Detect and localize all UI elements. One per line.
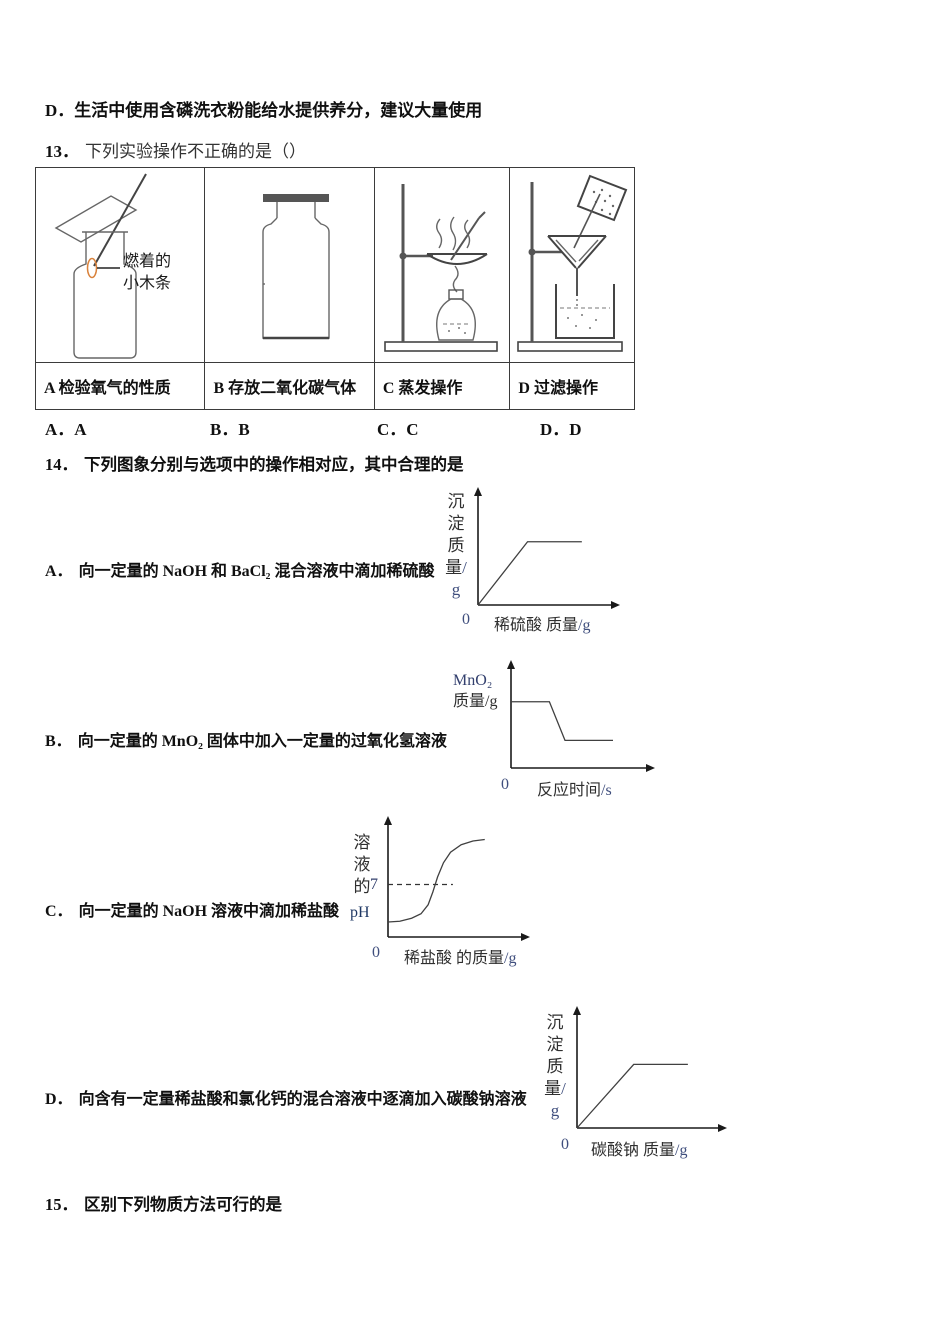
q14-option-a-desc: 向一定量的 NaOH 和 BaCl₂ 混合溶液中滴加稀硫酸 [78,563,435,580]
question-14-text: 下列图象分别与选项中的操作相对应，其中合理的是 [84,455,464,474]
table-caption-row: A 检验氧气的性质 B 存放二氧化碳气体 C 蒸发操作 D 过滤操作 [36,362,635,409]
q14-option-a-label: A． [45,563,73,580]
answer-choice-a: A．A [45,420,87,439]
chart-option-b: MnO₂ 质量/g 0 反应时间/s [445,660,665,802]
chart-b-ylabel: MnO₂ 质量/g [453,672,498,710]
chart-a-ylabel: 沉淀质量/g [445,492,467,599]
option-d-question12: D．生活中使用含磷洗衣粉能给水提供养分，建议大量使用 [45,101,483,120]
answer-choice-c: C．C [377,420,419,439]
chart-option-c: 溶液的 7 pH 0 稀盐酸 的质量/g [338,816,638,970]
question-15-stem: 15． 区别下列物质方法可行的是 [45,1191,282,1215]
chart-c-xlabel: 稀盐酸 的质量/g [404,950,517,967]
q14-option-d-text: D． 向含有一定量稀盐酸和氯化钙的混合溶液中逐滴加入碳酸钠溶液 [45,1085,527,1109]
q14-option-b-desc: 向一定量的 MnO₂ 固体中加入一定量的过氧化氢溶液 [77,733,447,750]
stoppered-bottle-diagram [262,194,331,340]
q14-option-c-label: C． [45,903,73,920]
question-14-number: 14． [45,455,78,474]
chart-option-d: 沉淀质量/g 0 碳酸钠 质量/g [535,1006,755,1162]
chart-c-origin: 0 [372,944,380,961]
evaporation-diagram [384,184,498,352]
answer-choice-d: D．D [540,420,582,439]
chart-option-a: 沉淀质量/g 0 稀硫酸 质量/g [438,487,643,637]
chart-a-xlabel: 稀硫酸 质量/g [494,617,591,634]
filtration-diagram [517,174,628,352]
table-cell-diagram-d [510,168,634,362]
chart-d-origin: 0 [561,1136,569,1153]
q14-option-d-label: D． [45,1091,73,1108]
chart-d-plot [571,1006,729,1132]
chart-d-xlabel: 碳酸钠 质量/g [591,1142,688,1159]
chart-b-plot [505,660,657,772]
q14-option-c-desc: 向一定量的 NaOH 溶液中滴加稀盐酸 [78,903,340,920]
oxygen-test-diagram: 燃着的 小木条 [54,173,171,359]
table-cell-diagram-c [375,168,511,362]
chart-c-plot [382,816,532,941]
table-caption-b: B 存放二氧化碳气体 [205,362,375,409]
question-15-number: 15． [45,1195,78,1214]
table-caption-a: A 检验氧气的性质 [36,362,206,409]
q14-option-a-text: A． 向一定量的 NaOH 和 BaCl₂ 混合溶液中滴加稀硫酸 [45,557,434,581]
table-cell-diagram-a: 燃着的 小木条 [36,168,206,362]
q14-option-b-text: B． 向一定量的 MnO₂ 固体中加入一定量的过氧化氢溶液 [45,727,447,751]
table-cell-diagram-b [205,168,375,362]
q14-option-d-desc: 向含有一定量稀盐酸和氯化钙的混合溶液中逐滴加入碳酸钠溶液 [78,1091,527,1108]
question-14-stem: 14． 下列图象分别与选项中的操作相对应，其中合理的是 [45,451,464,475]
chart-b-xlabel: 反应时间/s [537,782,612,799]
chart-c-ylabel: 溶液的 [353,833,371,896]
table-diagram-row: 燃着的 小木条 [36,168,634,362]
chart-b-origin: 0 [501,776,509,793]
experiment-options-table: 燃着的 小木条 [35,167,635,410]
q14-option-c-text: C． 向一定量的 NaOH 溶液中滴加稀盐酸 [45,897,339,921]
chart-d-ylabel: 沉淀质量/g [544,1013,566,1120]
answer-choice-b: B．B [210,420,250,439]
question-13-number: 13． [45,142,79,161]
chart-c-ph-label: pH [350,904,370,921]
chart-c-ref-label: 7 [370,876,378,893]
chart-a-plot [472,487,622,609]
table-caption-c: C 蒸发操作 [374,362,511,409]
question-13-stem: 13． 下列实验操作不正确的是（） [45,137,306,162]
question-13-text: 下列实验操作不正确的是（） [85,142,306,161]
chart-a-origin: 0 [462,611,470,628]
burning-splint-label-line1: 燃着的 [123,252,171,270]
q14-option-b-label: B． [45,733,72,750]
burning-splint-label-line2: 小木条 [123,274,171,292]
question-15-text: 区别下列物质方法可行的是 [84,1195,282,1214]
table-caption-d: D 过滤操作 [510,362,635,409]
